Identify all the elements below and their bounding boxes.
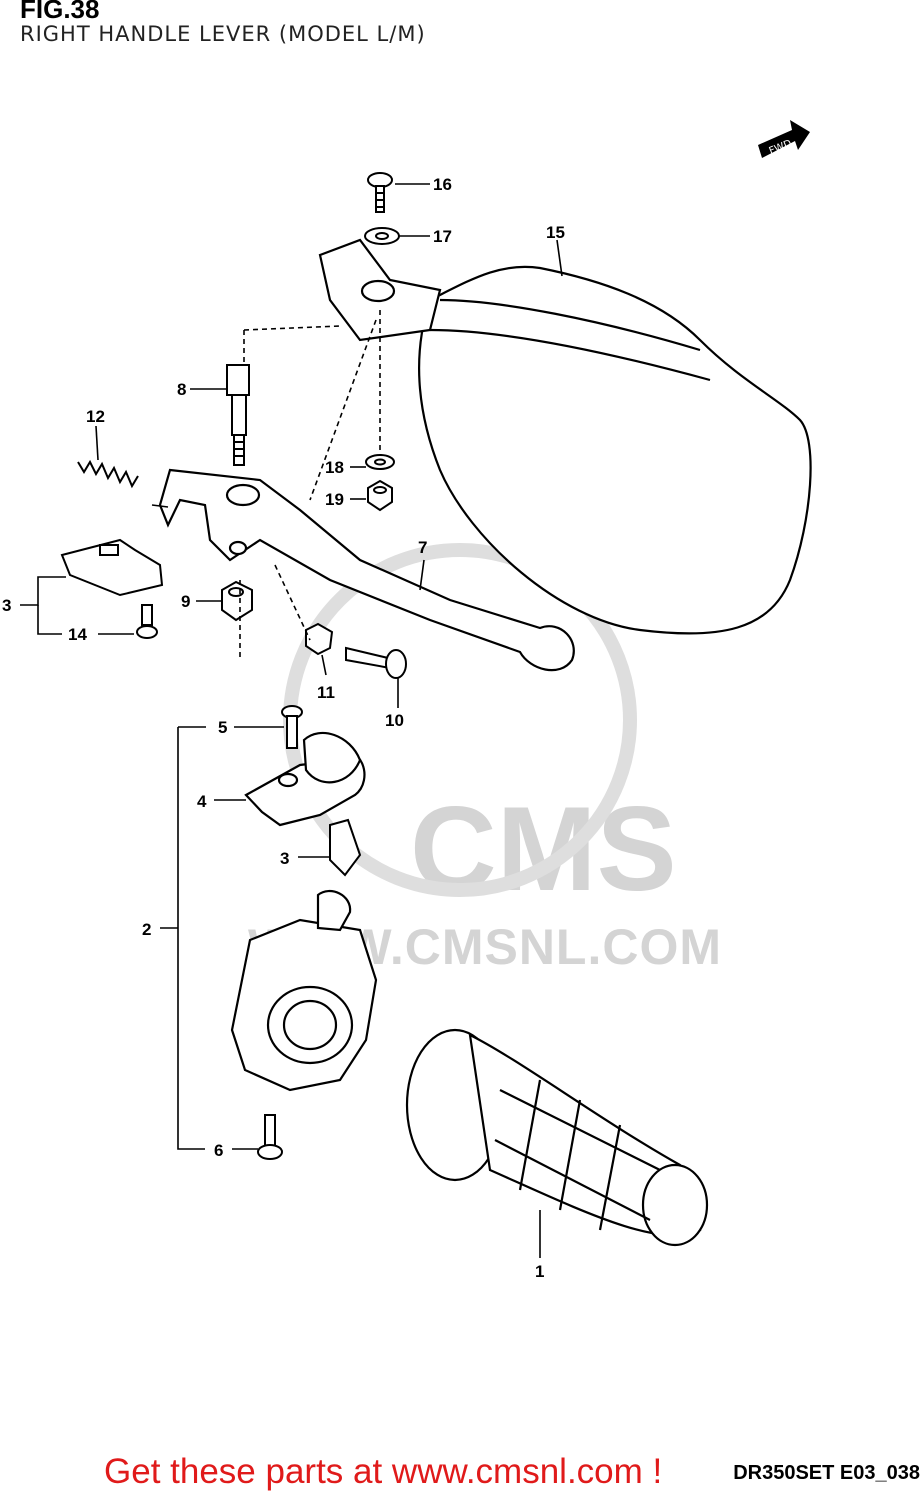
- callout-10: 10: [385, 711, 404, 730]
- nut-9: [221, 580, 253, 622]
- callout-3a: 3: [2, 596, 11, 615]
- clip-3: [329, 818, 362, 877]
- leader-lines: [20, 183, 563, 1258]
- figure-title: RIGHT HANDLE LEVER (MODEL L/M): [20, 22, 426, 46]
- washer-18: [365, 454, 395, 470]
- hand-guard: [318, 238, 812, 635]
- bolt-8: [226, 364, 250, 466]
- callout-19: 19: [325, 490, 344, 509]
- fwd-arrow-icon: FWD: [758, 120, 810, 158]
- callout-15: 15: [546, 223, 565, 242]
- throttle-grip-1: [405, 1028, 709, 1247]
- callout-18: 18: [325, 458, 344, 477]
- adjuster-bolt-10: [345, 646, 407, 679]
- callout-1: 1: [535, 1262, 544, 1281]
- callout-8: 8: [177, 380, 186, 399]
- clamp-4: [244, 731, 366, 827]
- callout-9: 9: [181, 592, 190, 611]
- nut-19: [367, 479, 393, 512]
- screw-16: [367, 172, 393, 213]
- throttle-housing-2: [230, 889, 378, 1092]
- brake-lever-7: [158, 468, 575, 672]
- callout-4: 4: [197, 792, 207, 811]
- diagram-code: DR350SET E03_038: [733, 1462, 920, 1484]
- callout-3b: 3: [280, 849, 289, 868]
- figure-number: FIG.38: [20, 0, 100, 24]
- callout-5: 5: [218, 718, 227, 737]
- brake-switch-3: [60, 538, 164, 639]
- callout-17: 17: [433, 227, 452, 246]
- callout-12: 12: [86, 407, 105, 426]
- callout-14: 14: [68, 625, 87, 644]
- parts-banner-link[interactable]: Get these parts at www.cmsnl.com !: [104, 1452, 663, 1491]
- callout-16: 16: [433, 175, 452, 194]
- callout-11: 11: [317, 683, 335, 702]
- washer-17: [364, 227, 400, 245]
- spring-12: [77, 459, 139, 489]
- callout-labels: 16 17 15 8 12 18 19 7 3 14 9 11 10 5 4 3…: [2, 175, 565, 1281]
- callout-7: 7: [418, 538, 427, 557]
- nut-11: [305, 622, 334, 656]
- screw-6: [257, 1114, 283, 1160]
- screw-5: [281, 705, 303, 749]
- callout-2: 2: [142, 920, 151, 939]
- callout-6: 6: [214, 1141, 223, 1160]
